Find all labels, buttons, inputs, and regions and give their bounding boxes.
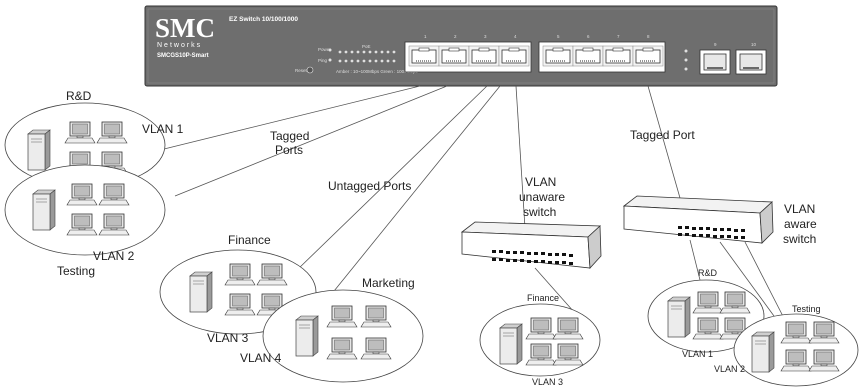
server-icon [751,331,775,373]
tagged-ports-label-1: Tagged [270,129,309,143]
port-number-5: 5 [557,34,560,39]
rj45-port-4[interactable] [498,45,530,67]
sfp-number-9: 9 [714,42,717,47]
port-number-8: 8 [647,34,650,39]
switch-title: EZ Switch 10/100/1000 [229,16,298,23]
vlan-aware-switch [622,195,774,244]
testing-vlan: VLAN 2 [93,249,135,263]
untagged-ports-label: Untagged Ports [328,179,411,193]
group-rd-2 [647,279,765,353]
group-marketing [262,289,424,383]
sfp-led-column [684,49,688,71]
testing2-title: Testing [792,304,821,314]
unaware-switch-label-2: unaware [519,190,565,204]
finance-title: Finance [228,233,271,247]
led-label-poe: PoE [362,44,371,49]
marketing-title: Marketing [362,276,415,290]
speed-legend: Amber : 10~100Mbps Green : 1000Mbps [336,69,418,74]
server-icon [295,315,319,357]
testing2-vlan: VLAN 2 [714,364,745,374]
port-number-7: 7 [617,34,620,39]
aware-switch-label-3: switch [783,232,816,246]
rj45-port-7[interactable] [602,45,634,67]
led-label-ping: Ping [318,58,328,63]
tagged-ports-label-2: Ports [275,143,303,157]
rj45-port-5[interactable] [542,45,574,67]
led-array [328,48,396,63]
finance2-vlan: VLAN 3 [532,377,563,387]
marketing-vlan: VLAN 4 [240,351,282,365]
testing-title: Testing [57,264,95,278]
group-testing-2 [733,313,859,387]
sfp-number-10: 10 [751,42,757,47]
server-icon [189,271,213,313]
rj45-port-6[interactable] [572,45,604,67]
rd-title: R&D [66,89,92,103]
rj45-port-2[interactable] [438,45,470,67]
unaware-switch-label-3: switch [523,205,556,219]
group-testing [4,164,166,256]
rd2-vlan: VLAN 1 [682,349,713,359]
server-icon [32,189,56,231]
rj45-port-1[interactable] [408,45,440,67]
finance2-title: Finance [527,293,559,303]
group-finance-2 [479,303,601,377]
rj45-port-8[interactable] [632,45,664,67]
rd2-title: R&D [698,268,718,278]
finance-vlan: VLAN 3 [207,331,249,345]
unaware-switch-label-1: VLAN [525,175,556,189]
reset-label: Reset [295,68,308,73]
sfp-port-9[interactable] [699,49,731,75]
server-icon [667,296,691,338]
rd-vlan: VLAN 1 [142,122,184,136]
port-number-4: 4 [514,34,517,39]
port-number-1: 1 [424,34,427,39]
brand-sub: Networks [157,42,202,49]
sfp-port-10[interactable] [735,49,767,75]
port-number-2: 2 [454,34,457,39]
model-name: SMCGS10P-Smart [157,53,209,59]
led-label-power: Power [318,47,331,52]
aware-switch-label-2: aware [784,217,817,231]
main-switch: SMC Networks SMCGS10P-Smart EZ Switch 10… [144,5,778,87]
server-icon [499,323,523,365]
server-icon [27,129,51,171]
brand-logo: SMC [155,13,215,43]
tagged-port-label: Tagged Port [630,128,695,142]
rj45-port-3[interactable] [468,45,500,67]
reset-button[interactable] [306,66,314,74]
vlan-unaware-switch [460,221,602,269]
port-number-6: 6 [587,34,590,39]
port-number-3: 3 [484,34,487,39]
aware-switch-label-1: VLAN [784,202,815,216]
